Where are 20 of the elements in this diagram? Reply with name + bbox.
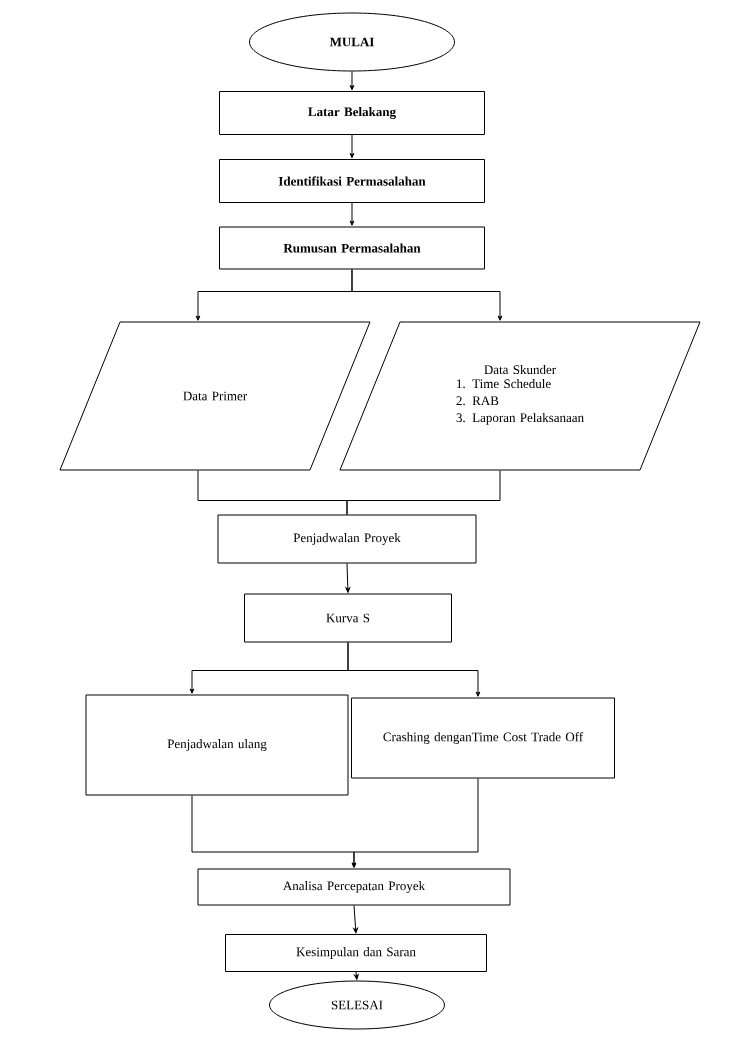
process-box: Crashing denganTime Cost Trade Off — [351, 697, 615, 779]
arrow — [351, 778, 479, 868]
data-parallelogram: Data Primer — [59, 321, 371, 471]
process-box: Penjadwalan ulang — [85, 694, 349, 796]
process-box: Kurva S — [244, 593, 452, 643]
process-box: Rumusan Permasalahan — [219, 226, 485, 270]
process-box: Identifikasi Permasalahan — [219, 159, 485, 203]
arrow — [351, 269, 503, 321]
arrow — [349, 71, 355, 91]
arrow — [349, 134, 355, 159]
arrow — [345, 563, 351, 593]
data-parallelogram: Data Skunder 1. Time Schedule 2. RAB 3. Laporan Pelaksanaan — [339, 321, 701, 471]
arrow — [353, 905, 358, 934]
arrow — [354, 971, 359, 980]
process-box: Latar Belakang — [219, 91, 485, 135]
arrow — [347, 642, 481, 697]
arrow — [349, 202, 355, 226]
process-box: Penjadwalan Proyek — [217, 514, 477, 564]
process-box: Kesimpulan dan Saran — [225, 934, 487, 972]
process-box: Analisa Percepatan Proyek — [197, 868, 511, 906]
